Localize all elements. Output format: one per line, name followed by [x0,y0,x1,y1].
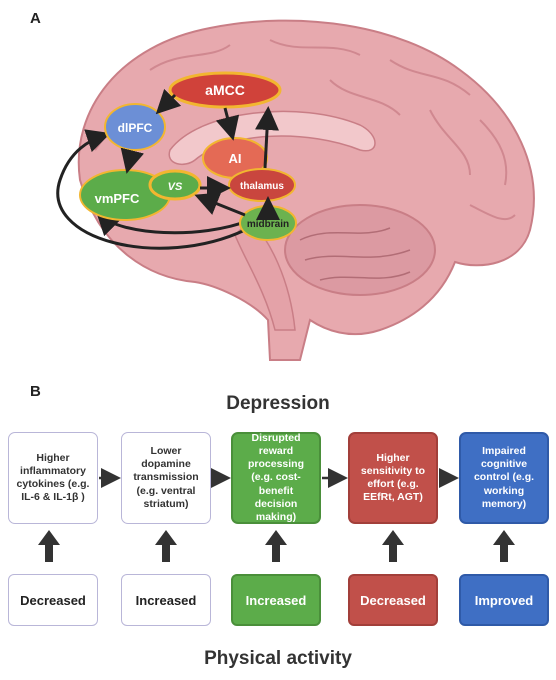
cerebellum [284,204,436,296]
cognitive-control-box: Impaired cognitive control (e.g. working… [459,432,549,524]
arrow-amcc-to-ai [215,107,240,141]
panel-a-label: A [30,10,41,27]
loop-arrow-inner [95,210,251,237]
vs-label: VS [168,181,183,193]
effect-reward: Increased [231,574,321,626]
effect-cytokines: Decreased [8,574,98,626]
brainstem [234,218,296,331]
thalamus-label: thalamus [240,181,284,192]
reward-box: Disrupted reward processing (e.g. cost-b… [231,432,321,524]
effect-dopamine: Increased [121,574,211,626]
up-arrow-4 [382,530,404,562]
cerebellum-folds [299,227,411,281]
dlpfc-label: dlPFC [118,121,153,135]
midbrain-label: midbrain [247,219,289,230]
effect-cognitive-control: Improved [459,574,549,626]
arrow-midbrain-to-vs [194,192,246,217]
up-arrow-1 [38,530,60,562]
amcc-label: aMCC [205,82,245,98]
ai-label: AI [229,151,242,166]
cytokines-box: Higher inflammatory cytokines (e.g. IL-6… [8,432,98,524]
vmpfc-label: vmPFC [95,191,140,206]
up-arrow-5 [493,530,515,562]
arrow-amcc-to-dlpfc [155,88,182,115]
brain-diagram: aMCC dlPFC AI vmPFC VS thalamus midbrain [56,19,535,361]
arrow-thalamus-to-amcc [255,106,280,169]
arrow-dlpfc-to-vmpfc [120,147,145,174]
effort-box: Higher sensitivity to effort (e.g. EEfRt… [348,432,438,524]
loop-arrow-outer [56,129,246,250]
dopamine-box: Lower dopamine transmission (e.g. ventra… [121,432,211,524]
panel-b-label: B [30,383,41,400]
up-arrow-3 [265,530,287,562]
depression-title: Depression [226,393,330,414]
vs-region [148,169,202,201]
effect-effort: Decreased [348,574,438,626]
up-arrow-2 [155,530,177,562]
physical-activity-footer: Physical activity [204,648,352,669]
